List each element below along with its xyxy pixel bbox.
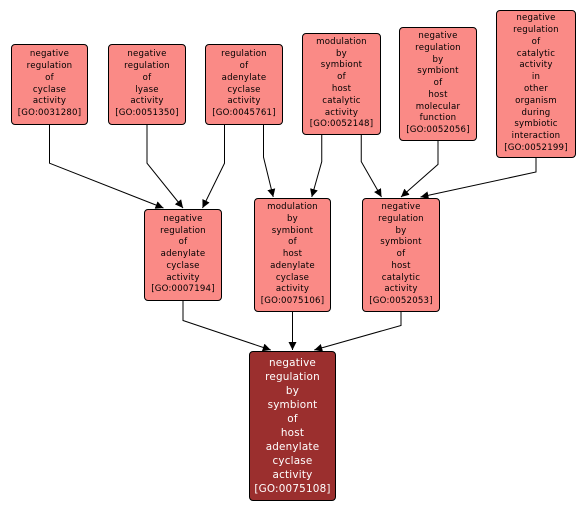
node-go-0045761[interactable]: regulation of adenylate cyclase activity… xyxy=(205,44,283,125)
edge-go0052148-to-go0075106 xyxy=(310,135,323,198)
edge-go0052148-to-go0052053 xyxy=(360,135,382,198)
node-go-0052053[interactable]: negative regulation by symbiont of host … xyxy=(362,198,440,312)
node-go-0075106[interactable]: modulation by symbiont of host adenylate… xyxy=(254,198,331,312)
node-label: negative regulation by symbiont of host … xyxy=(369,201,433,307)
node-label: modulation by symbiont of host adenylate… xyxy=(260,201,325,307)
node-label: negative regulation of lyase activity [G… xyxy=(115,49,179,119)
node-label: negative regulation of catalytic activit… xyxy=(504,13,568,153)
edge-go0031280-to-go0007194 xyxy=(49,125,164,209)
node-go-0052056[interactable]: negative regulation by symbiont of host … xyxy=(399,27,477,141)
node-go-0052199[interactable]: negative regulation of catalytic activit… xyxy=(496,10,576,158)
edge-go0052056-to-go0052053 xyxy=(400,141,439,198)
node-label: negative regulation by symbiont of host … xyxy=(254,356,331,496)
edge-go0051350-to-go0007194 xyxy=(146,125,184,209)
edge-go0052199-to-go0052053 xyxy=(420,158,537,200)
node-go-0051350[interactable]: negative regulation of lyase activity [G… xyxy=(108,44,186,125)
edge-go0007194-to-go0075108 xyxy=(182,301,271,352)
node-label: negative regulation by symbiont of host … xyxy=(406,30,470,136)
node-go-0007194[interactable]: negative regulation of adenylate cyclase… xyxy=(144,209,222,301)
node-label: modulation by symbiont of host catalytic… xyxy=(309,36,374,130)
edge-go0045761-to-go0075106 xyxy=(263,125,276,198)
node-label: negative regulation of cyclase activity … xyxy=(17,49,82,119)
edge-go0052053-to-go0075108 xyxy=(314,312,402,352)
node-go-0075108-target[interactable]: negative regulation by symbiont of host … xyxy=(249,351,336,501)
node-go-0052148[interactable]: modulation by symbiont of host catalytic… xyxy=(302,33,381,135)
node-label: regulation of adenylate cyclase activity… xyxy=(212,49,276,119)
edge-go0045761-to-go0007194 xyxy=(202,125,225,209)
node-go-0031280[interactable]: negative regulation of cyclase activity … xyxy=(11,44,88,125)
node-label: negative regulation of adenylate cyclase… xyxy=(151,213,215,295)
